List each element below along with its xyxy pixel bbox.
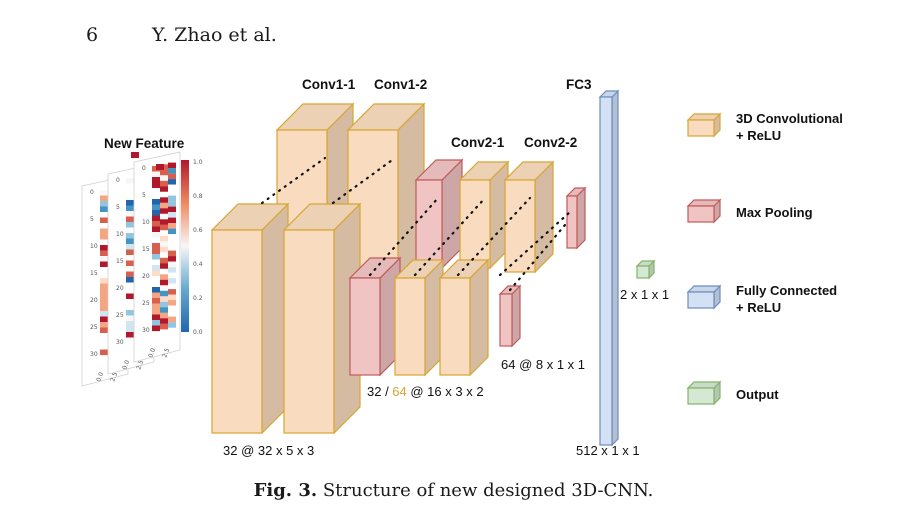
heatmap-y-tick: 10 (142, 219, 150, 226)
heatmap-y-tick: 20 (116, 285, 124, 292)
legend-swatch-fc (686, 284, 722, 310)
heatmap-y-tick: 0 (90, 189, 94, 196)
conv2-1-back-block (458, 160, 510, 270)
legend-swatch-conv (686, 112, 722, 138)
pool1-block (348, 256, 402, 377)
heatmap-x-tick: 0.0 (121, 359, 131, 371)
heatmap-y-tick: 30 (90, 351, 98, 358)
heatmap-y-tick: 25 (142, 300, 150, 307)
heatmap-y-tick: 25 (90, 324, 98, 331)
connector-line (508, 223, 567, 292)
heatmap-x-tick: 0.0 (95, 371, 105, 383)
legend-item-conv: 3D Convolutional + ReLU (686, 111, 843, 143)
connector-line (368, 196, 440, 277)
pool2-block (498, 284, 522, 348)
fc3-block (598, 89, 620, 447)
dim-fc: 512 x 1 x 1 (576, 443, 640, 458)
heatmap-y-tick: 10 (90, 243, 98, 250)
pool2-back-block (565, 186, 587, 250)
conv1-2-block (282, 202, 362, 435)
heatmap-y-tick: 15 (142, 246, 150, 253)
heatmap-y-tick: 30 (116, 339, 124, 346)
heatmap-y-tick: 5 (116, 204, 120, 211)
colorbar-tick: 0.6 (193, 227, 203, 234)
legend-label: 3D Convolutional (736, 111, 843, 126)
heatmap-y-tick: 20 (142, 273, 150, 280)
heatmap-y-tick: 30 (142, 327, 150, 334)
colorbar: 1.0 0.8 0.6 0.4 0.2 0.0 (181, 159, 203, 336)
connector-line (498, 210, 572, 277)
conv2-2-back-block (503, 160, 555, 274)
heatmap-y-tick: 15 (116, 258, 124, 265)
dim-pool2: 64 @ 8 x 1 x 1 (501, 357, 585, 372)
output-block (635, 259, 656, 280)
dim-conv1: 32 @ 32 x 5 x 3 (223, 443, 314, 458)
legend-item-fc: Fully Connected + ReLU (686, 283, 837, 315)
colorbar-tick: 1.0 (193, 159, 203, 166)
heatmap-x-tick: 2.5 (135, 359, 145, 371)
dim-conv2: 32 / 64 @ 16 x 3 x 2 (367, 384, 484, 399)
heatmap-y-tick: 25 (116, 312, 124, 319)
page-number: 6 (86, 24, 99, 46)
colorbar-tick: 0.2 (193, 295, 203, 302)
colorbar-tick: 0.8 (193, 193, 203, 200)
caption-text: Structure of new designed 3D-CNN. (317, 480, 654, 501)
heatmap-y-tick: 0 (142, 165, 146, 172)
label-conv2-2: Conv2-2 (524, 135, 577, 150)
legend-label: Fully Connected (736, 283, 837, 298)
heatmap-y-tick: 20 (90, 297, 98, 304)
legend-label-line2: + ReLU (736, 128, 781, 143)
legend-swatch-out (686, 380, 722, 406)
heatmap-y-tick: 15 (90, 270, 98, 277)
heatmap-y-tick: 10 (116, 231, 124, 238)
legend-label: Max Pooling (736, 205, 813, 220)
legend-swatch-pool (686, 198, 722, 224)
label-conv1-1: Conv1-1 (302, 77, 356, 92)
feature-sheet: 0 5 10 15 20 25 30 0.0 2.5 (133, 151, 181, 363)
caption-label: Fig. 3. (253, 480, 318, 501)
heatmap-y-tick: 5 (90, 216, 94, 223)
conv2-2-block (438, 258, 490, 377)
running-head-authors: Y. Zhao et al. (152, 24, 277, 46)
label-fc3: FC3 (566, 77, 592, 92)
conv2-1-block (393, 258, 445, 377)
colorbar-tick: 0.4 (193, 261, 203, 268)
label-conv2-1: Conv2-1 (451, 135, 505, 150)
legend-item-pool: Max Pooling (686, 198, 813, 224)
connector-line (260, 156, 327, 205)
legend-label: Output (736, 387, 779, 402)
dotted-connectors (260, 156, 572, 292)
legend-label-line2: + ReLU (736, 300, 781, 315)
label-conv1-2: Conv1-2 (374, 77, 427, 92)
connector-line (331, 156, 397, 205)
dim-output: 2 x 1 x 1 (620, 287, 669, 302)
pool1-back-block (414, 158, 464, 270)
heatmap-x-tick: 2.5 (161, 347, 171, 359)
legend-item-out: Output (686, 380, 779, 406)
input-title: New Feature (104, 136, 185, 151)
colorbar-tick: 0.0 (193, 329, 203, 336)
figure-caption: Fig. 3. Structure of new designed 3D-CNN… (0, 480, 907, 501)
conv1-1-block (210, 202, 290, 435)
heatmap-y-tick: 5 (142, 192, 146, 199)
heatmap-y-tick: 0 (116, 177, 120, 184)
heatmap-x-tick: 2.5 (109, 371, 119, 383)
heatmap-x-tick: 0.0 (147, 347, 157, 359)
